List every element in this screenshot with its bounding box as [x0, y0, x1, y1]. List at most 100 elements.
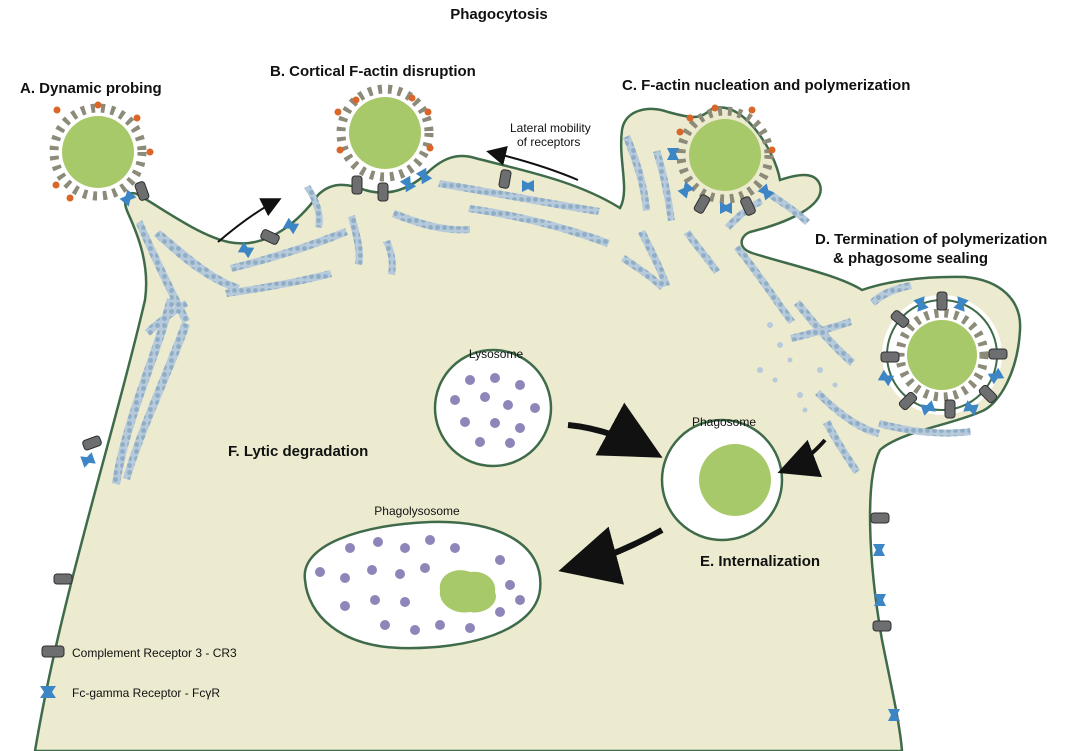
opsonin-dot [748, 106, 756, 114]
actin-fragment [832, 382, 838, 388]
cr3-receptor [260, 229, 280, 245]
lysosome-to-phagosome-arrow [567, 402, 663, 458]
opsonin-dot [52, 181, 60, 189]
opsonin-dot [336, 146, 344, 154]
phagolysosome-membrane [303, 520, 542, 650]
fcgr-receptor [874, 594, 886, 606]
opsonin-dot [711, 104, 719, 112]
actin-filaments [112, 135, 971, 485]
actin-filament [304, 185, 323, 228]
particle-core [349, 97, 421, 169]
granule [490, 418, 500, 428]
actin-filament [468, 205, 610, 247]
cr3-legend-icon [41, 645, 65, 658]
particle-core [62, 116, 134, 188]
cr3-receptor [134, 181, 150, 201]
lysosome-label: Lysosome [469, 347, 524, 361]
phagolysosome-granules [315, 535, 525, 635]
actin-filament [112, 298, 175, 485]
actin-fragments [757, 322, 838, 413]
fcgr-receptor [953, 296, 969, 312]
actin-fragment [772, 377, 778, 383]
opsonin-dot [352, 96, 360, 104]
receptor-mobility-arrow-right [217, 198, 282, 243]
lysosome-granules [450, 373, 540, 448]
actin-fragment [817, 367, 823, 373]
stage-f-label: F. Lytic degradation [228, 443, 368, 460]
cr3-receptor [740, 196, 756, 216]
granule [495, 607, 505, 617]
opsonin-dot [334, 108, 342, 116]
lateral-mobility-label-line2: of receptors [517, 135, 580, 149]
granule [460, 417, 470, 427]
actin-filament [878, 420, 971, 437]
stage-d-label-line2: & phagosome sealing [833, 250, 988, 267]
cr3-receptors [53, 169, 1008, 632]
cr3-receptor [82, 435, 102, 451]
cr3-receptor [936, 291, 948, 311]
phagosome [660, 418, 784, 542]
fcgr-receptor [877, 369, 895, 387]
granule [465, 623, 475, 633]
fcgr-receptor [963, 400, 979, 416]
legend-cr3-label: Complement Receptor 3 - CR3 [72, 646, 237, 660]
fusion-arrow [558, 526, 664, 585]
cr3-receptor [872, 620, 892, 632]
actin-filament [734, 245, 795, 324]
cr3-receptor [498, 169, 512, 189]
actin-filament [638, 230, 670, 287]
stage-b-label: B. Cortical F-actin disruption [270, 63, 476, 80]
granule [380, 620, 390, 630]
cr3-receptor [890, 310, 910, 328]
actin-fragment [767, 322, 773, 328]
cr3-receptor [693, 194, 711, 214]
opsonin-dot [66, 194, 74, 202]
fcgr-receptor [80, 452, 96, 468]
actin-filament [392, 210, 470, 234]
actin-fragment [787, 357, 793, 363]
actin-fragment [777, 342, 783, 348]
arrows [217, 146, 827, 585]
cr3-receptor [944, 399, 956, 419]
phagolysosome-label: Phagolysosome [374, 504, 460, 518]
granule [435, 620, 445, 630]
fcgr-receptor [677, 181, 695, 199]
actin-filament [438, 180, 600, 215]
granule [450, 395, 460, 405]
fcgr-legend-icon [40, 686, 56, 698]
fcgr-receptor [873, 544, 885, 556]
fcgr-receptor [282, 217, 300, 235]
actin-filament [790, 318, 852, 342]
actin-filament [623, 135, 650, 211]
granule [400, 543, 410, 553]
actin-filament [653, 150, 675, 221]
granule [530, 403, 540, 413]
particle-sealing [882, 295, 1002, 415]
particle-core [689, 119, 761, 191]
particle-dynamic-probing [49, 101, 154, 202]
granule [495, 555, 505, 565]
cr3-receptor [870, 512, 890, 524]
phagosome-label: Phagosome [692, 415, 756, 429]
phagosome-particle [699, 444, 771, 516]
granule [490, 373, 500, 383]
granule [505, 438, 515, 448]
phagolysosome [303, 520, 542, 650]
opsonin-dot [426, 144, 434, 152]
granule [400, 597, 410, 607]
opsonin-dot [94, 101, 102, 109]
granule [340, 573, 350, 583]
opsonin-dot [686, 114, 694, 122]
legend-fcgr-label: Fc-gamma Receptor - FcγR [72, 686, 220, 700]
cr3-receptor [377, 182, 389, 202]
granule [515, 423, 525, 433]
actin-filament [136, 220, 190, 323]
actin-filament [766, 190, 810, 225]
granule [367, 565, 377, 575]
actin-filament [870, 282, 912, 306]
cr3-receptor [880, 351, 900, 363]
fcgr-receptors [80, 148, 1005, 721]
opsonin-dot [133, 114, 141, 122]
fcgr-receptor [757, 183, 775, 201]
opsonin-dot [424, 108, 432, 116]
